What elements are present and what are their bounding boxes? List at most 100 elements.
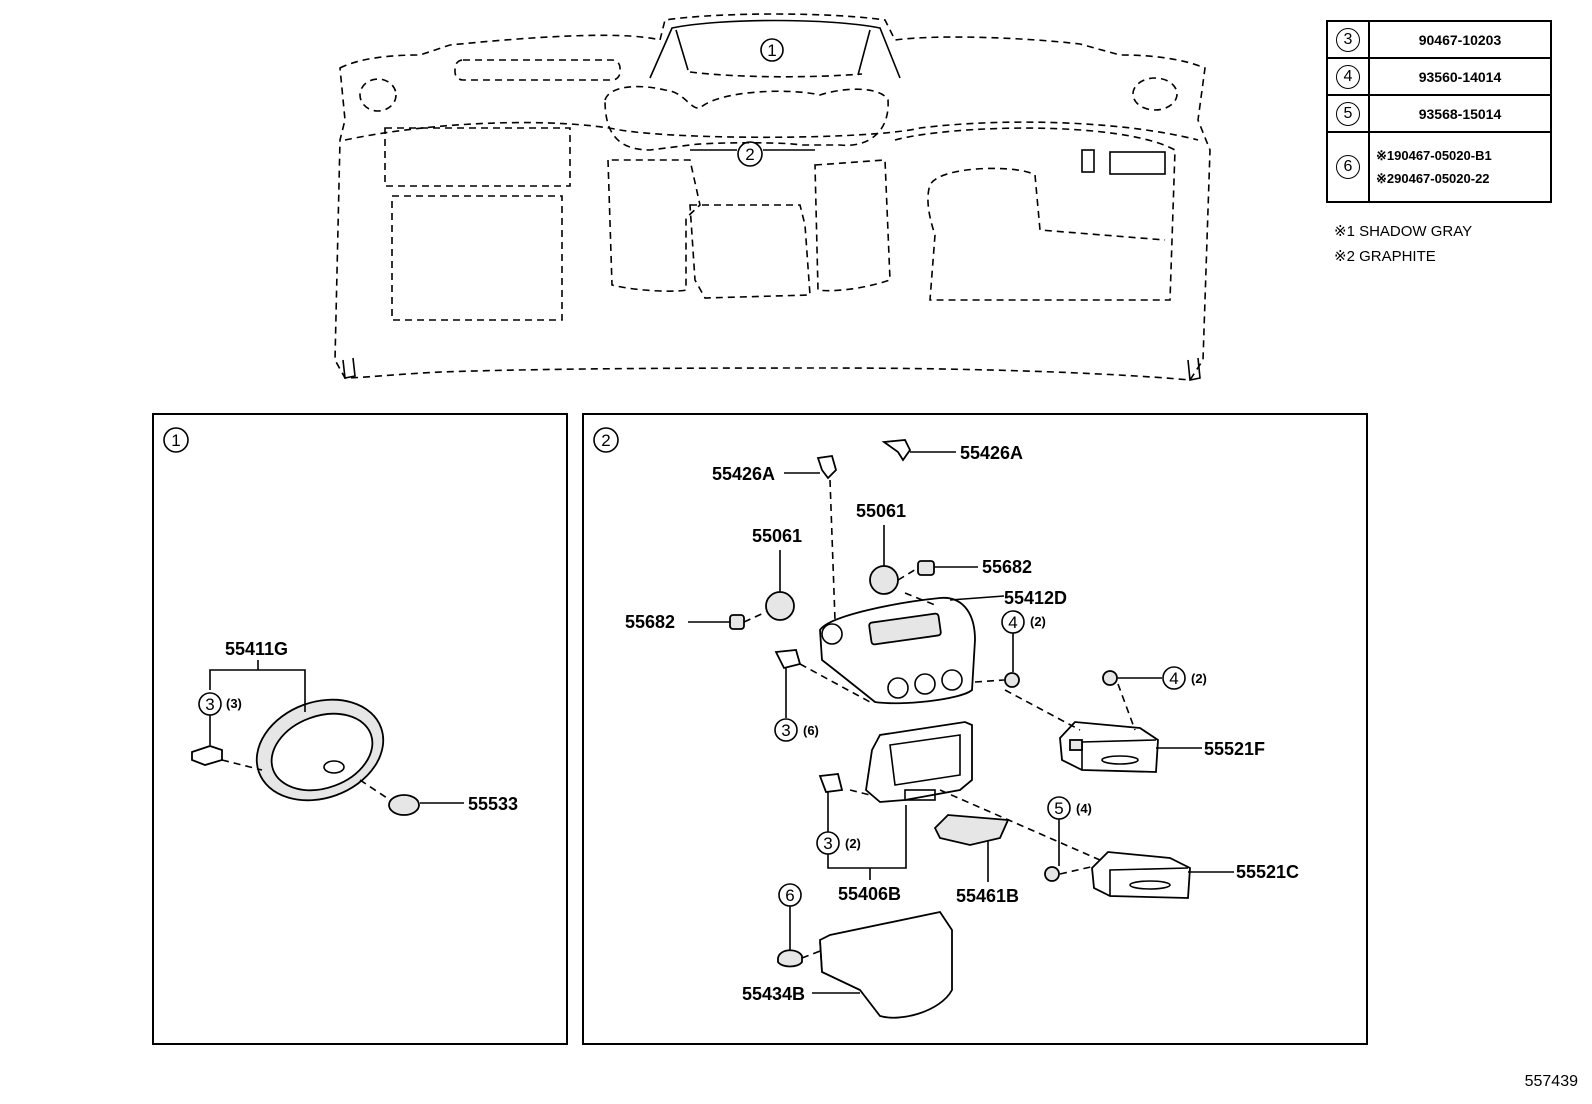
label-55682-left: 55682 bbox=[625, 612, 675, 632]
nut-left-drawing bbox=[729, 614, 745, 630]
nut-right-drawing bbox=[917, 560, 935, 576]
label-55411G: 55411G bbox=[225, 639, 288, 659]
panel-2-frame bbox=[582, 413, 1368, 1045]
overview-marker2: 2 bbox=[745, 145, 754, 164]
legend-circle-cell: 4 bbox=[1326, 57, 1370, 96]
legend-circle-cell: 3 bbox=[1326, 20, 1370, 59]
legend-row: 3 90467-10203 bbox=[1326, 20, 1552, 59]
label-55406B: 55406B bbox=[838, 884, 901, 904]
left-mount-tab bbox=[342, 357, 356, 379]
panel-1-header-circle bbox=[163, 427, 189, 453]
screw4a-quantity: (2) bbox=[1030, 614, 1046, 629]
clip3b-drawing bbox=[818, 773, 844, 793]
meter-hood-right-edge bbox=[857, 29, 871, 76]
legend-circle-5: 5 bbox=[1336, 101, 1360, 126]
meter-hood-left-edge bbox=[675, 29, 689, 71]
legend-circle-6: 6 bbox=[1336, 155, 1360, 179]
screw4a-drawing bbox=[1004, 672, 1020, 688]
pocket-55521C-drawing bbox=[1091, 851, 1191, 899]
clip3b-dashed bbox=[849, 789, 871, 796]
label-55521F: 55521F bbox=[1204, 739, 1265, 759]
center-right-panel bbox=[814, 159, 891, 292]
label-55434B: 55434B bbox=[742, 984, 805, 1004]
panel-55406B-drawing bbox=[865, 721, 973, 803]
clip3a-quantity: (6) bbox=[803, 723, 819, 738]
overview-marker1-circle bbox=[760, 38, 784, 62]
overview-marker1: 1 bbox=[767, 41, 776, 60]
right-mount-tab bbox=[1187, 357, 1201, 381]
legend-variant-2: ※290467-05020-22 bbox=[1376, 171, 1490, 186]
center-vents bbox=[604, 85, 889, 151]
label-55461B: 55461B bbox=[956, 886, 1019, 906]
screw5-circle-number: 5 bbox=[1054, 799, 1063, 818]
clip-3-drawing bbox=[191, 745, 223, 766]
clip-3-circle bbox=[198, 692, 222, 716]
cluster-55412D-drawing bbox=[819, 597, 976, 705]
tray-55461B-drawing bbox=[933, 814, 1010, 846]
legend-row: 6 ※190467-05020-B1 ※290467-05020-22 bbox=[1326, 131, 1552, 203]
label-55426A-left: 55426A bbox=[712, 464, 775, 484]
glovebox-outline bbox=[894, 127, 1176, 301]
panel-1-frame bbox=[152, 413, 568, 1045]
panel-1-header: 1 bbox=[171, 431, 180, 450]
legend-row: 5 93568-15014 bbox=[1326, 94, 1552, 133]
meter-opening bbox=[689, 71, 863, 78]
label-55061-left: 55061 bbox=[752, 526, 802, 546]
clip3a-dashed bbox=[799, 663, 871, 703]
clip-3-circle-number: 3 bbox=[205, 695, 214, 714]
screw4b-dashed bbox=[1117, 683, 1136, 731]
cluster-leader bbox=[949, 595, 1005, 601]
center-stack-panel bbox=[689, 204, 811, 299]
panel-2-header: 2 bbox=[601, 431, 610, 450]
clip6-dashed bbox=[801, 947, 829, 959]
bezel-bracket bbox=[209, 669, 306, 712]
glovebox-latch bbox=[1081, 149, 1095, 173]
panel-2: 2 55426A 55426A 55061 55061 55682 55682 bbox=[582, 413, 1368, 1045]
screw5-dashed bbox=[1059, 865, 1096, 875]
label-55061-right: 55061 bbox=[856, 501, 906, 521]
cover-edge bbox=[819, 941, 823, 973]
clip3b-circle-number: 3 bbox=[823, 834, 832, 853]
color-note-1: ※1 SHADOW GRAY bbox=[1334, 223, 1473, 240]
legend-circle-cell: 5 bbox=[1326, 94, 1370, 133]
pocket-55521F-drawing bbox=[1059, 721, 1159, 773]
knob-right-drawing bbox=[869, 565, 899, 595]
legend-circle-4: 4 bbox=[1336, 64, 1360, 89]
legend-part-number: 93568-15014 bbox=[1368, 94, 1552, 133]
upper-shelf-line bbox=[344, 121, 1199, 141]
cover-55434B-drawing bbox=[819, 910, 953, 1019]
pocket-upper-dashed bbox=[1004, 689, 1081, 731]
panel-to-pocket-dashed bbox=[939, 789, 1101, 861]
legend-part-number: 90467-10203 bbox=[1368, 20, 1552, 59]
clip3a-circle bbox=[774, 718, 798, 742]
label-55426A-right: 55426A bbox=[960, 443, 1023, 463]
clip6-circle-number: 6 bbox=[785, 886, 794, 905]
glovebox-handle bbox=[1109, 151, 1166, 175]
right-speaker bbox=[1132, 77, 1178, 111]
left-speaker bbox=[359, 78, 397, 112]
clip6-drawing bbox=[777, 949, 803, 968]
left-upper-panel bbox=[384, 127, 571, 187]
left-defroster-slot bbox=[454, 59, 621, 81]
clip3a-circle-number: 3 bbox=[781, 721, 790, 740]
legend-table: 3 90467-10203 4 93560-14014 5 93568-1501… bbox=[1326, 20, 1552, 203]
legend-circle-cell: 6 bbox=[1326, 131, 1370, 203]
center-left-panel bbox=[607, 159, 701, 292]
legend-circle-3: 3 bbox=[1336, 27, 1360, 52]
screw4b-circle bbox=[1162, 666, 1186, 690]
screw4a-circle-number: 4 bbox=[1008, 613, 1017, 632]
screw4b-circle-number: 4 bbox=[1169, 669, 1178, 688]
clip3b-quantity: (2) bbox=[845, 836, 861, 851]
bracket-left-dashed bbox=[829, 479, 836, 621]
knob-nut-dashed-right bbox=[897, 567, 919, 581]
screw5-quantity: (4) bbox=[1076, 801, 1092, 816]
panel-1: 1 55411G 3 (3) 55533 bbox=[152, 413, 568, 1045]
clip-3-dashed-leader bbox=[221, 759, 263, 771]
bracket-left-drawing bbox=[816, 454, 838, 480]
label-55521C: 55521C bbox=[1236, 862, 1299, 882]
diagram-code: 557439 bbox=[1524, 1073, 1578, 1090]
knob-to-cluster-dashed bbox=[904, 592, 936, 606]
color-note-2: ※2 GRAPHITE bbox=[1334, 248, 1436, 265]
clip-3-quantity: (3) bbox=[226, 696, 242, 711]
